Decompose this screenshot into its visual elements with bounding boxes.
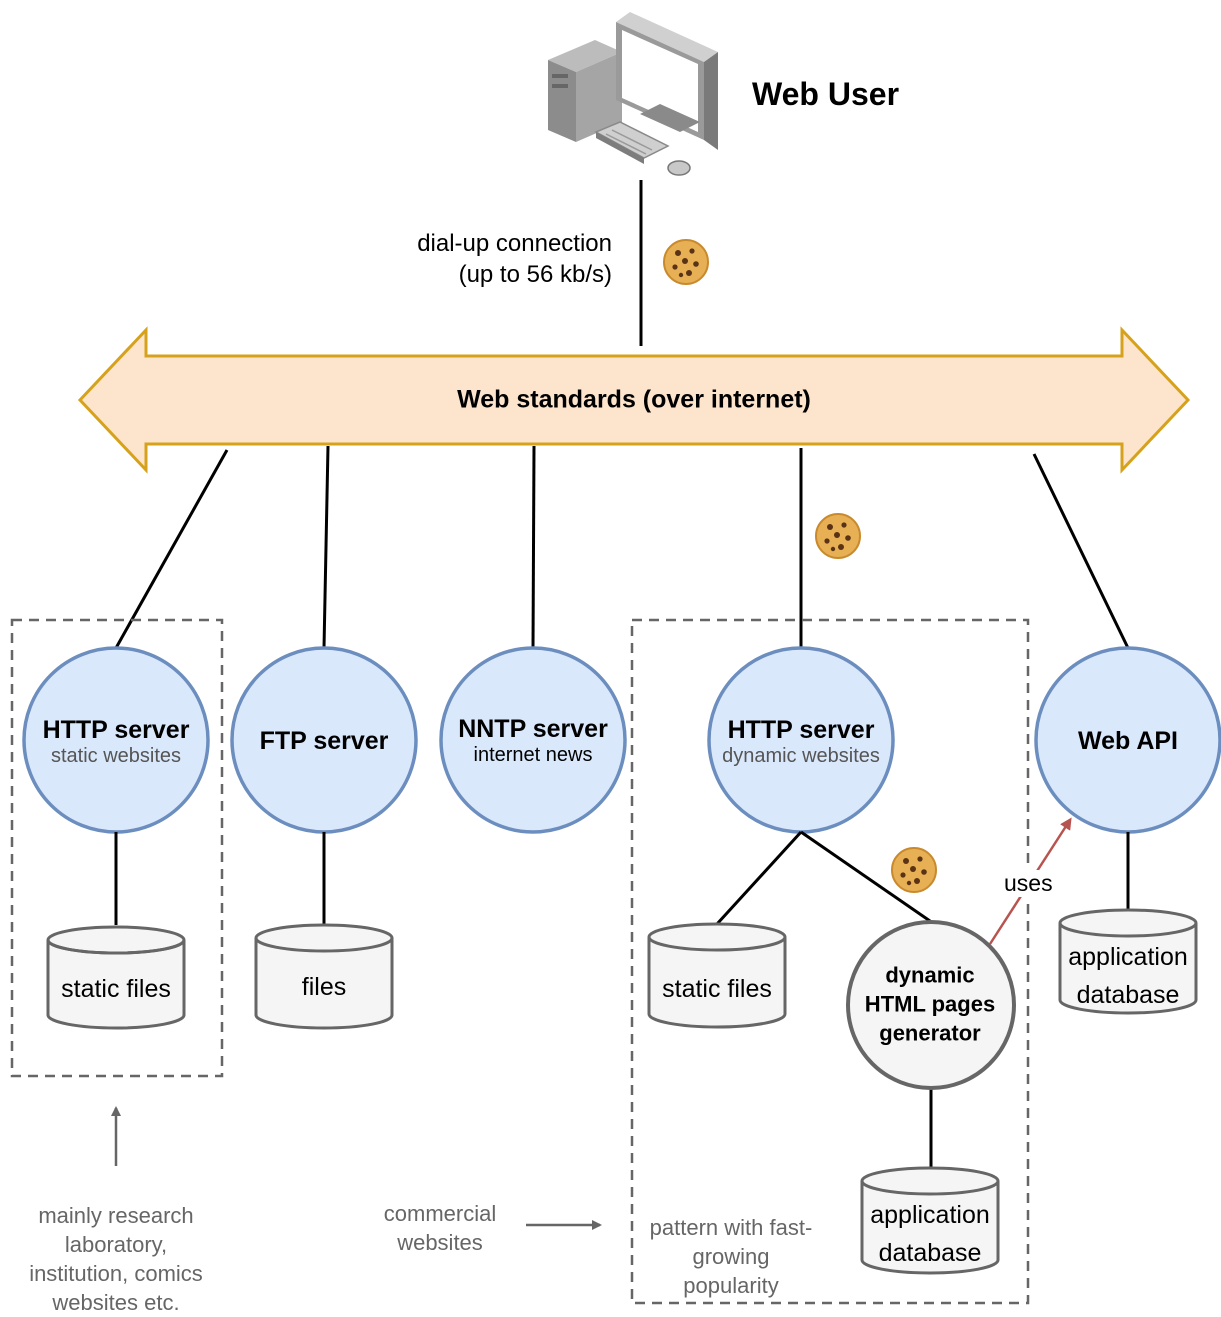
- static-files-storage-1: [46, 925, 186, 1030]
- ftp-server-label: FTP server: [260, 727, 389, 755]
- app-db-api-line-1: application: [1068, 943, 1188, 971]
- generator-line-1: dynamic: [885, 962, 975, 988]
- static-files-label-1: static files: [61, 975, 171, 1003]
- http-server-static-subtitle: static websites: [50, 745, 182, 767]
- application-database-api-label: application database: [1068, 938, 1188, 1014]
- cookie-icon: [891, 847, 937, 893]
- nntp-server-label: NNTP server internet news: [458, 715, 608, 767]
- commercial-note-line-2: websites: [397, 1230, 483, 1255]
- research-note-line-4: websites etc.: [52, 1290, 180, 1315]
- web-api-label: Web API: [1078, 727, 1178, 755]
- app-db-api-line-2: database: [1076, 981, 1180, 1009]
- generator-line-3: generator: [879, 1020, 981, 1046]
- app-db-generator-line-2: database: [878, 1239, 982, 1267]
- research-note-line-2: laboratory,: [64, 1232, 168, 1257]
- pattern-note-line-3: popularity: [683, 1273, 779, 1298]
- nntp-server-subtitle: internet news: [473, 744, 593, 766]
- static-websites-group: [10, 618, 224, 1078]
- uses-label: uses: [1002, 870, 1055, 897]
- connection-line-1: dial-up connection: [417, 230, 612, 257]
- application-database-api: [1058, 908, 1198, 1015]
- research-note: mainly research laboratory, institution,…: [29, 1201, 203, 1317]
- research-note-line-1: mainly research: [38, 1203, 194, 1228]
- nntp-server-title: NNTP server: [458, 715, 608, 743]
- nntp-server-node: [439, 646, 627, 834]
- generator-label: dynamic HTML pages generator: [865, 961, 995, 1048]
- web-api-title: Web API: [1077, 727, 1179, 755]
- static-files-storage-2: [647, 922, 787, 1029]
- pattern-note-line-1: pattern with fast-: [649, 1215, 813, 1240]
- http-server-static-label: HTTP server static websites: [43, 716, 190, 768]
- files-storage: [254, 923, 394, 1030]
- generator-line-2: HTML pages: [864, 991, 996, 1017]
- dynamic-html-generator-node: [846, 920, 1016, 1090]
- http-server-static-title: HTTP server: [42, 716, 190, 744]
- backbone-label: Web standards (over internet): [457, 385, 811, 414]
- application-database-generator: [860, 1166, 1000, 1275]
- pattern-note-line-2: growing: [692, 1244, 770, 1269]
- http-server-dynamic-label: HTTP server dynamic websites: [722, 716, 880, 768]
- desktop-computer-icon: [548, 12, 718, 176]
- commercial-note-line-1: commercial: [383, 1201, 497, 1226]
- dynamic-websites-group: [630, 618, 1030, 1305]
- commercial-note: commercial websites: [384, 1199, 496, 1257]
- web-standards-backbone: [77, 326, 1191, 474]
- ftp-server-title: FTP server: [259, 727, 389, 755]
- connection-label: dial-up connection (up to 56 kb/s): [390, 228, 612, 290]
- cookie-icon: [815, 513, 861, 559]
- cookie-icon: [663, 239, 709, 285]
- pattern-note: pattern with fast- growing popularity: [650, 1213, 813, 1300]
- files-label: files: [301, 973, 347, 1001]
- connection-line-2: (up to 56 kb/s): [458, 261, 612, 288]
- application-database-generator-label: application database: [870, 1196, 990, 1272]
- static-files-label-2: static files: [662, 975, 772, 1003]
- web-user-label: Web User: [752, 76, 900, 112]
- app-db-generator-line-1: application: [870, 1201, 990, 1229]
- research-note-line-3: institution, comics: [29, 1261, 203, 1286]
- http-server-dynamic-title: HTTP server: [727, 716, 875, 744]
- http-server-dynamic-subtitle: dynamic websites: [722, 745, 880, 767]
